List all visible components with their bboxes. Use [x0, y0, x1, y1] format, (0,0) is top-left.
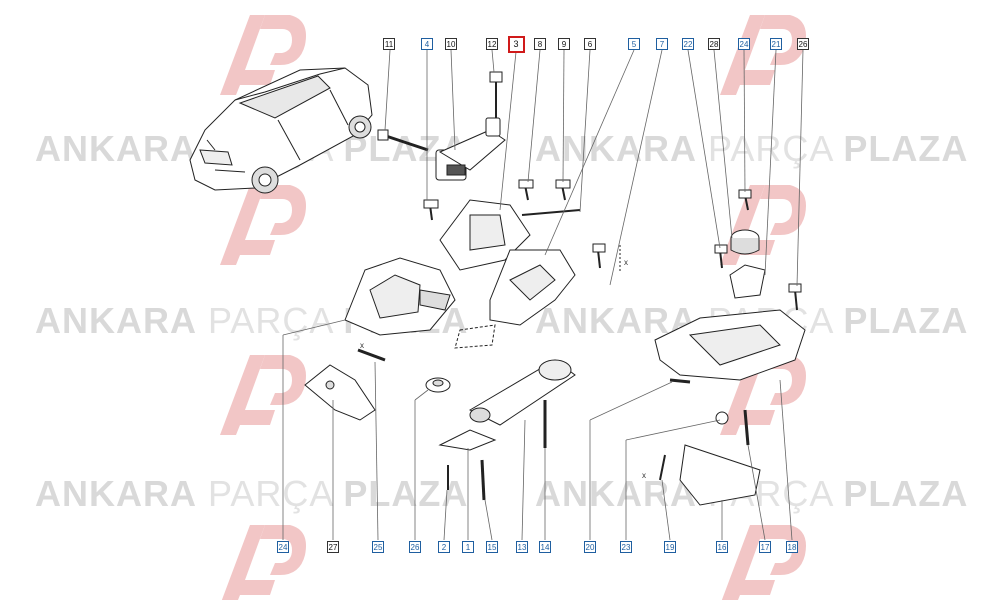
dimension-x-1: x [624, 258, 628, 267]
callout-top-1: 4 [421, 38, 433, 50]
callout-bottom-5: 1 [462, 541, 474, 553]
callout-top-5: 8 [534, 38, 546, 50]
callout-bottom-2: 25 [372, 541, 384, 553]
callout-bottom-14: 18 [786, 541, 798, 553]
watermark-brand-2: PARÇA [708, 128, 833, 169]
callout-bottom-6: 15 [486, 541, 498, 553]
callout-top-13: 21 [770, 38, 782, 50]
watermark-brand-1: ANKARA [35, 300, 197, 341]
part-center-bracket [489, 243, 621, 326]
callout-top-12: 24 [738, 38, 750, 50]
callout-top-2: 10 [445, 38, 457, 50]
ap-logo-icon [220, 185, 306, 265]
callout-bottom-13: 17 [759, 541, 771, 553]
callout-top-10: 22 [682, 38, 694, 50]
watermark-brand-2: PARÇA [208, 473, 333, 514]
callout-top-9: 7 [656, 38, 668, 50]
callout-bottom-7: 13 [516, 541, 528, 553]
callout-bottom-9: 20 [584, 541, 596, 553]
watermark-brand-1: ANKARA [35, 473, 197, 514]
callout-bottom-11: 19 [664, 541, 676, 553]
callout-top-8: 5 [628, 38, 640, 50]
callout-bottom-0: 24 [277, 541, 289, 553]
part-lower-components [304, 348, 761, 506]
callout-top-14: 26 [797, 38, 809, 50]
callout-bottom-3: 26 [409, 541, 421, 553]
watermark-text: ANKARA PARÇA PLAZA [535, 128, 968, 170]
watermark-brand-1: ANKARA [535, 128, 697, 169]
watermark-brand-3: PLAZA [843, 128, 969, 169]
ap-logo-icon [720, 185, 806, 265]
watermark-brand-2: PARÇA [208, 300, 333, 341]
part-left-mount [344, 257, 496, 349]
callout-top-3: 12 [486, 38, 498, 50]
watermark-brand-1: ANKARA [535, 473, 697, 514]
callout-top-0: 11 [383, 38, 395, 50]
car-illustration [189, 67, 373, 194]
callout-bottom-10: 23 [620, 541, 632, 553]
callout-top-7: 6 [584, 38, 596, 50]
watermark-text: ANKARA PARÇA PLAZA [535, 473, 968, 515]
part-upper-mount-assembly [377, 71, 581, 271]
callout-bottom-12: 16 [716, 541, 728, 553]
ap-logo-icon [720, 15, 806, 95]
ap-logo-icon [721, 525, 806, 600]
callout-bottom-4: 2 [438, 541, 450, 553]
ap-logo-icon [220, 15, 306, 95]
dimension-x-3: x [642, 471, 646, 480]
part-right-subframe [654, 189, 806, 425]
leader-lines [282, 49, 804, 541]
ap-logo-icon [220, 355, 306, 435]
watermark-brand-1: ANKARA [35, 128, 197, 169]
callout-top-11: 28 [708, 38, 720, 50]
callout-top-6: 9 [558, 38, 570, 50]
dimension-x-2: x [360, 341, 364, 350]
watermark-brand-3: PLAZA [843, 300, 969, 341]
callout-top-4: 3 [507, 35, 525, 53]
callout-bottom-8: 14 [539, 541, 551, 553]
watermark-brand-3: PLAZA [843, 473, 969, 514]
callout-bottom-1: 27 [327, 541, 339, 553]
ap-logo-icon [221, 525, 306, 600]
